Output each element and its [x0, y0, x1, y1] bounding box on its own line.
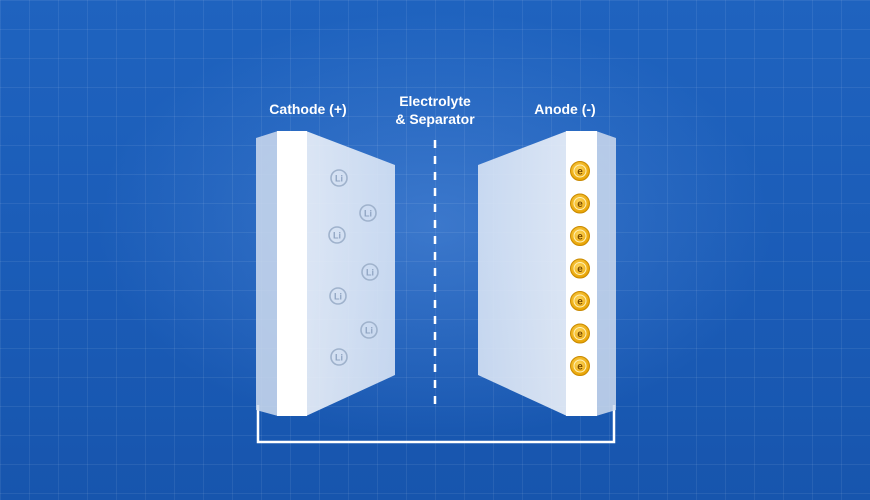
lithium-ion-4: Li [361, 263, 379, 281]
svg-text:e: e [577, 329, 583, 340]
external-circuit-wire [256, 405, 616, 444]
anode-back-panel [596, 131, 616, 416]
svg-text:e: e [577, 167, 583, 178]
svg-text:e: e [577, 264, 583, 275]
cathode-plate [256, 131, 395, 416]
cathode-front-face [306, 131, 395, 416]
svg-text:Li: Li [334, 292, 342, 302]
electrons: e e e e e e e [570, 161, 590, 376]
svg-text:e: e [577, 199, 583, 210]
lithium-ion-6: Li [360, 321, 378, 339]
electrolyte-label-line2: & Separator [395, 111, 475, 127]
svg-text:e: e [577, 362, 583, 373]
lithium-ion-5: Li [329, 287, 347, 305]
lithium-ion-7: Li [330, 348, 348, 366]
electron-6: e [570, 323, 590, 344]
cathode-label: Cathode (+) [269, 101, 347, 117]
svg-text:Li: Li [333, 231, 341, 241]
lithium-ion-3: Li [328, 226, 346, 244]
svg-text:Li: Li [335, 353, 343, 363]
electrolyte-label: Electrolyte & Separator [372, 92, 498, 128]
svg-text:Li: Li [364, 209, 372, 219]
lithium-ion-1: Li [330, 169, 348, 187]
electron-7: e [570, 356, 590, 376]
cathode-back-panel [256, 131, 278, 416]
svg-text:e: e [577, 232, 583, 243]
anode-label: Anode (-) [534, 101, 596, 117]
electrolyte-label-line1: Electrolyte [399, 93, 471, 109]
svg-text:Li: Li [335, 174, 343, 184]
svg-text:e: e [577, 297, 583, 308]
cathode-edge [277, 131, 307, 416]
svg-text:Li: Li [365, 326, 373, 336]
anode-front-face [478, 131, 567, 416]
lithium-ion-2: Li [359, 204, 377, 222]
svg-text:Li: Li [366, 268, 374, 278]
electron-4: e [570, 258, 590, 279]
anode-plate [478, 131, 616, 416]
electron-2: e [570, 193, 590, 214]
electron-3: e [570, 226, 590, 246]
electron-1: e [570, 161, 590, 181]
electron-5: e [570, 291, 590, 311]
